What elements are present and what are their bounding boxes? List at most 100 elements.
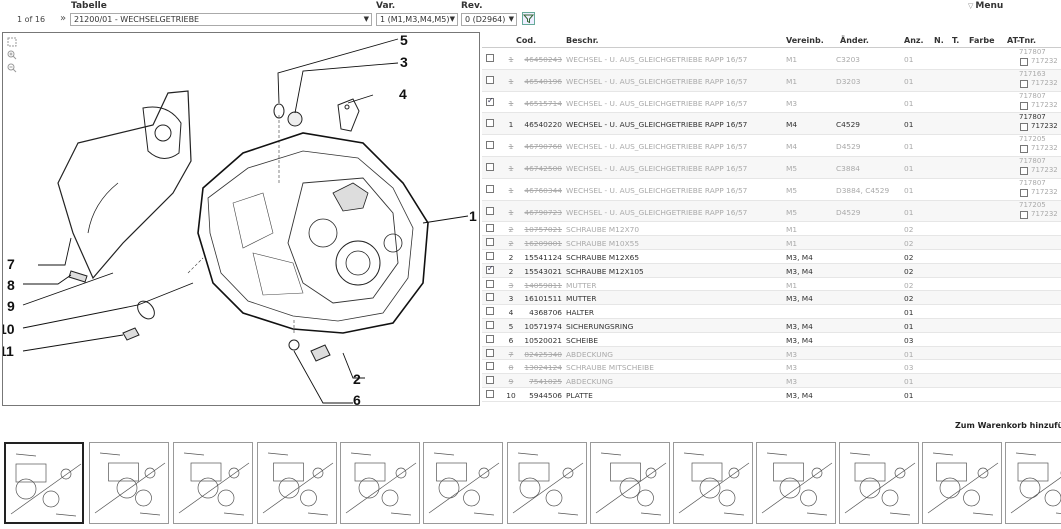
at-tnr-checkbox[interactable]	[1020, 58, 1028, 66]
thumbnail-9[interactable]	[673, 442, 753, 524]
code-cell[interactable]: 16101511	[524, 294, 562, 304]
row-checkbox[interactable]	[486, 376, 494, 385]
thumbnail-4[interactable]	[257, 442, 337, 524]
row-checkbox[interactable]	[486, 348, 494, 357]
col-n[interactable]: N.	[934, 36, 944, 45]
var-select[interactable]: 1 (M1,M3,M4,M5) ▼	[376, 13, 458, 26]
code-cell[interactable]: 14059811	[524, 280, 562, 290]
code-cell[interactable]: 5944506	[529, 390, 562, 400]
row-checkbox[interactable]	[486, 96, 494, 106]
row-checkbox[interactable]	[486, 238, 494, 247]
col-anz[interactable]: Anz.	[904, 36, 924, 45]
col-beschr[interactable]: Beschr.	[566, 36, 599, 45]
code-cell[interactable]: 7541025	[529, 377, 562, 387]
row-checkbox[interactable]	[486, 334, 494, 343]
thumbnail-2[interactable]	[89, 442, 169, 524]
row-checkbox[interactable]	[486, 119, 494, 128]
code-cell[interactable]: 82425340	[524, 349, 562, 359]
thumbnail-8[interactable]	[590, 442, 670, 524]
row-checkbox[interactable]	[486, 362, 494, 371]
at-tnr-checkbox[interactable]	[1020, 79, 1028, 88]
callout-10[interactable]: 10	[3, 321, 15, 337]
thumbnail-7[interactable]	[507, 442, 587, 524]
filter-icon[interactable]	[522, 12, 535, 25]
callout-4[interactable]: 4	[399, 86, 407, 102]
at-tnr-checkbox[interactable]	[1020, 166, 1028, 175]
row-checkbox[interactable]	[486, 184, 494, 193]
at-tnr-checkbox[interactable]	[1020, 123, 1028, 132]
code-cell[interactable]: 46760344	[524, 185, 562, 195]
thumbnail-11[interactable]	[839, 442, 919, 524]
col-farbe[interactable]: Farbe	[969, 36, 995, 45]
callout-3[interactable]: 3	[400, 54, 408, 70]
thumbnail-5[interactable]	[340, 442, 420, 524]
code-cell[interactable]: 16209001	[524, 239, 562, 249]
col-aender[interactable]: Änder.	[840, 36, 869, 45]
code-cell[interactable]: 46540220	[524, 120, 562, 130]
thumbnail-10[interactable]	[756, 442, 836, 524]
thumbnail-13[interactable]	[1005, 442, 1061, 524]
add-to-cart-button[interactable]: Zum Warenkorb hinzufü	[955, 421, 1061, 430]
code-cell[interactable]: 15543021	[524, 266, 562, 276]
code-cell[interactable]: 10520021	[524, 335, 562, 345]
thumbnail-12[interactable]	[922, 442, 1002, 524]
callout-6[interactable]: 6	[353, 392, 361, 406]
zoom-out-icon[interactable]	[7, 63, 17, 73]
row-checkbox[interactable]	[486, 141, 494, 150]
row-checkbox[interactable]	[486, 389, 494, 398]
row-checkbox[interactable]	[486, 251, 494, 260]
code-cell[interactable]: 46540196	[524, 76, 562, 86]
row-checkbox[interactable]	[486, 293, 494, 302]
at-tnr-checkbox[interactable]	[1020, 145, 1028, 154]
row-checkbox[interactable]	[486, 320, 494, 329]
callout-5[interactable]: 5	[400, 33, 408, 48]
callout-1[interactable]: 1	[469, 208, 477, 224]
callout-7[interactable]: 7	[7, 256, 15, 272]
row-checkbox[interactable]	[486, 162, 494, 171]
col-at-tnr[interactable]: AT-Tnr.	[1007, 36, 1036, 45]
at-tnr-checkbox[interactable]	[1020, 210, 1028, 219]
code-cell[interactable]: 13024124	[524, 363, 562, 373]
at-tnr-checkbox[interactable]	[1020, 101, 1028, 110]
callout-8[interactable]: 8	[7, 277, 15, 293]
callout-11[interactable]: 11	[3, 343, 14, 359]
fit-view-icon[interactable]	[7, 37, 17, 47]
code-cell[interactable]: 46515714	[524, 98, 562, 108]
row-checkbox[interactable]	[486, 307, 494, 316]
row-checkbox[interactable]	[486, 264, 494, 274]
next-page-icon[interactable]: »	[60, 13, 67, 24]
code-cell[interactable]: 46450243	[524, 55, 562, 64]
callout-2[interactable]: 2	[353, 371, 361, 387]
row-checkbox[interactable]	[486, 75, 494, 84]
row-checkbox[interactable]	[486, 279, 494, 288]
menu-toggle[interactable]: ▽Menu	[968, 1, 1003, 11]
exploded-drawing[interactable]: 1 2 4 5 3 6 7 8 9 10 11	[2, 32, 480, 406]
rev-select[interactable]: 0 (D2964) ▼	[461, 13, 517, 26]
col-vereinb[interactable]: Vereinb.	[786, 36, 824, 45]
col-t[interactable]: T.	[952, 36, 960, 45]
thumbnail-3[interactable]	[173, 442, 253, 524]
row-checkbox[interactable]	[486, 206, 494, 215]
code-cell[interactable]: 46790723	[524, 207, 562, 217]
code-cell[interactable]: 10757021	[524, 225, 562, 235]
